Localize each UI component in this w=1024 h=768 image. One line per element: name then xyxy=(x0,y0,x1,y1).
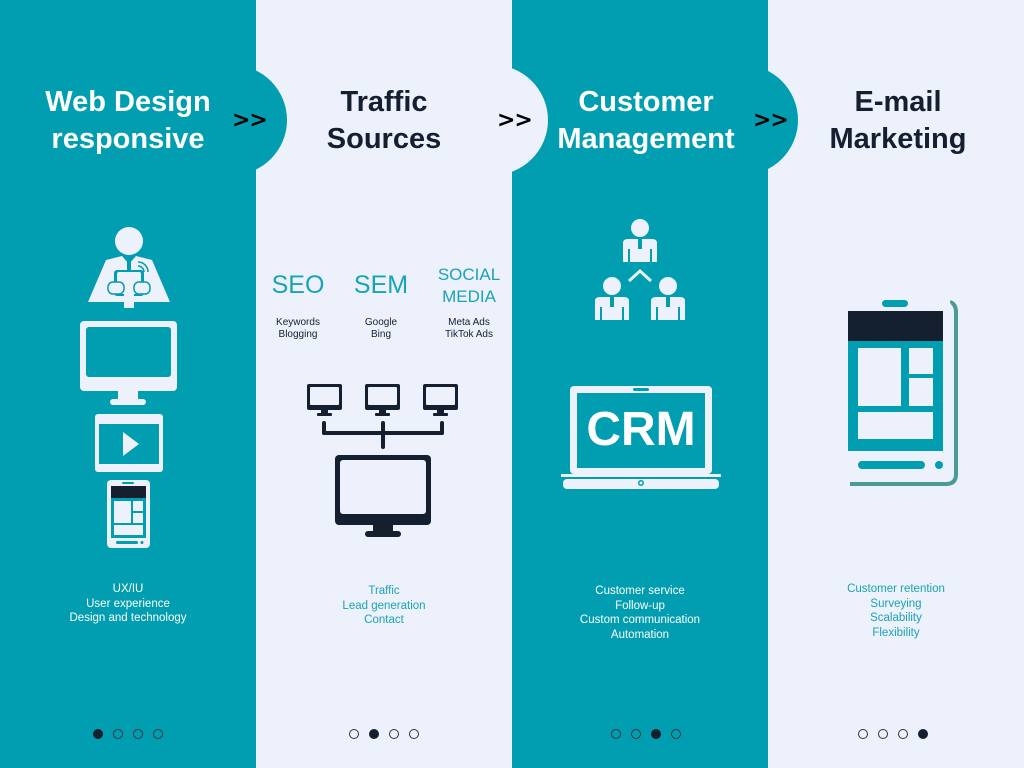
page-dot-1[interactable] xyxy=(611,729,621,739)
channel-seo: SEO Keywords Blogging xyxy=(253,273,343,341)
smartphone-icon xyxy=(107,480,150,548)
next-arrow-3: >> xyxy=(753,108,789,133)
step-2-title: Traffic Sources xyxy=(326,86,442,155)
page-dot-4[interactable] xyxy=(671,729,681,739)
page-dot-2[interactable] xyxy=(878,729,888,739)
step-3-title: Customer Management xyxy=(557,86,735,155)
channel-social-media: SOCIAL MEDIA Meta Ads TikTok Ads xyxy=(424,264,514,341)
step-4-features: Customer retention Surveying Scalability… xyxy=(847,583,945,639)
page-dot-3[interactable] xyxy=(898,729,908,739)
step-3-pagination xyxy=(518,729,774,739)
connector-bulge-3 xyxy=(688,65,798,175)
page-dot-2[interactable] xyxy=(113,729,123,739)
channel-social-media-label: SOCIAL MEDIA xyxy=(437,265,501,306)
channel-sem: SEM Google Bing xyxy=(336,273,426,341)
mobile-newsletter-icon xyxy=(842,300,958,486)
next-arrow-2: >> xyxy=(497,108,533,133)
page-dot-2[interactable] xyxy=(369,729,379,739)
desktop-monitor-icon xyxy=(80,321,177,405)
step-4-title: E-mail Marketing xyxy=(829,86,967,155)
step-2-features: Traffic Lead generation Contact xyxy=(342,585,426,626)
next-arrow-1: >> xyxy=(232,108,268,133)
network-computers-icon xyxy=(307,384,458,537)
step-2-pagination xyxy=(256,729,512,739)
page-dot-2[interactable] xyxy=(631,729,641,739)
crm-label: CRM xyxy=(586,403,696,456)
page-dot-3[interactable] xyxy=(389,729,399,739)
page-dot-4[interactable] xyxy=(153,729,163,739)
businessman-tablet-icon xyxy=(88,227,170,308)
step-1-title: Web Design responsive xyxy=(45,86,211,155)
page-dot-3[interactable] xyxy=(133,729,143,739)
page-dot-4[interactable] xyxy=(409,729,419,739)
connector-bulge-2 xyxy=(438,65,548,175)
step-3-features: Customer service Follow-up Custom commun… xyxy=(579,585,701,641)
page-dot-3[interactable] xyxy=(651,729,661,739)
page-dot-1[interactable] xyxy=(349,729,359,739)
step-4-pagination xyxy=(765,729,1021,739)
connector-bulge-1 xyxy=(177,65,287,175)
page-dot-1[interactable] xyxy=(858,729,868,739)
video-player-icon xyxy=(95,414,163,472)
team-hierarchy-icon xyxy=(595,219,685,320)
channel-seo-label: SEO xyxy=(271,271,325,299)
page-dot-1[interactable] xyxy=(93,729,103,739)
step-1-pagination xyxy=(0,729,256,739)
page-dot-4[interactable] xyxy=(918,729,928,739)
channel-sem-label: SEM xyxy=(353,271,409,299)
step-1-features: UX/IU User experience Design and technol… xyxy=(69,583,187,624)
crm-laptop-icon: CRM xyxy=(561,386,721,490)
